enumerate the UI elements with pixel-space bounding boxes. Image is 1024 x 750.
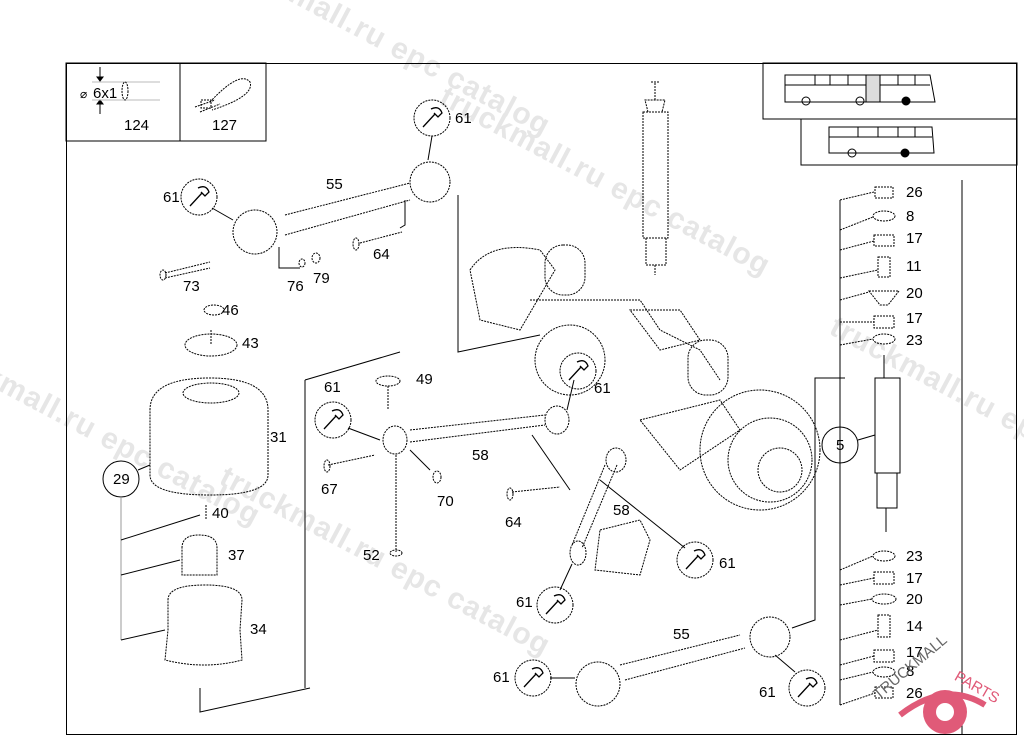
truckmall-logo <box>898 690 987 734</box>
legend-item-127: 127 <box>212 117 238 134</box>
callout-58[interactable]: 58 <box>613 502 630 519</box>
shock-absorber <box>642 81 669 275</box>
articulated-bus-icon <box>762 62 1018 120</box>
callout-5[interactable]: 5 <box>836 437 845 454</box>
callout-61[interactable]: 61 <box>719 555 736 572</box>
callout-37[interactable]: 37 <box>228 547 245 564</box>
callout-67[interactable]: 67 <box>321 481 338 498</box>
callout-23[interactable]: 23 <box>906 332 923 349</box>
callout-17[interactable]: 17 <box>906 644 923 661</box>
callout-64[interactable]: 64 <box>373 246 390 263</box>
air-spring <box>149 304 269 666</box>
hose-spec: 6x1 <box>93 85 118 102</box>
callout-61[interactable]: 61 <box>493 669 510 686</box>
solo-bus-icon <box>800 118 1018 166</box>
callout-61[interactable]: 61 <box>163 189 180 206</box>
callout-73[interactable]: 73 <box>183 278 200 295</box>
callout-61[interactable]: 61 <box>759 684 776 701</box>
callout-61[interactable]: 61 <box>516 594 533 611</box>
callout-52[interactable]: 52 <box>363 547 380 564</box>
callout-17[interactable]: 17 <box>906 570 923 587</box>
callout-64[interactable]: 64 <box>505 514 522 531</box>
callout-20[interactable]: 20 <box>906 285 923 302</box>
callout-49[interactable]: 49 <box>416 371 433 388</box>
callout-23[interactable]: 23 <box>906 548 923 565</box>
callout-8[interactable]: 8 <box>906 208 915 225</box>
callout-79[interactable]: 79 <box>313 270 330 287</box>
callout-55[interactable]: 55 <box>326 176 343 193</box>
callout-17[interactable]: 17 <box>906 230 923 247</box>
callout-8[interactable]: 8 <box>906 663 915 680</box>
callout-46[interactable]: 46 <box>222 302 239 319</box>
diagram-frame <box>66 63 1017 735</box>
callout-29[interactable]: 29 <box>113 471 130 488</box>
callout-40[interactable]: 40 <box>212 505 229 522</box>
legend-boxes <box>65 62 267 142</box>
right-leader-lines <box>839 191 879 706</box>
callout-76[interactable]: 76 <box>287 278 304 295</box>
callout-70[interactable]: 70 <box>437 493 454 510</box>
callout-61[interactable]: 61 <box>324 379 341 396</box>
wrench-glyphs <box>189 107 818 698</box>
callout-61[interactable]: 61 <box>455 110 472 127</box>
right-hardware-stack <box>867 186 901 699</box>
callout-14[interactable]: 14 <box>906 618 923 635</box>
callout-26[interactable]: 26 <box>906 685 923 702</box>
callout-31[interactable]: 31 <box>270 429 287 446</box>
callout-11[interactable]: 11 <box>906 258 922 275</box>
legend-item-124: 124 <box>124 117 150 134</box>
callout-55[interactable]: 55 <box>673 626 690 643</box>
callout-26[interactable]: 26 <box>906 184 923 201</box>
callout-43[interactable]: 43 <box>242 335 259 352</box>
bottom-link-rod <box>575 616 791 707</box>
callout-20[interactable]: 20 <box>906 591 923 608</box>
diameter-symbol: ⌀ <box>80 87 88 101</box>
callout-17[interactable]: 17 <box>906 310 923 327</box>
lower-link-rod <box>323 375 627 566</box>
callout-61[interactable]: 61 <box>594 380 611 397</box>
callout-34[interactable]: 34 <box>250 621 267 638</box>
upper-link-rod <box>159 161 451 281</box>
axle-housing <box>469 244 821 576</box>
torque-wrench-callouts <box>180 99 826 707</box>
callout-58[interactable]: 58 <box>472 447 489 464</box>
